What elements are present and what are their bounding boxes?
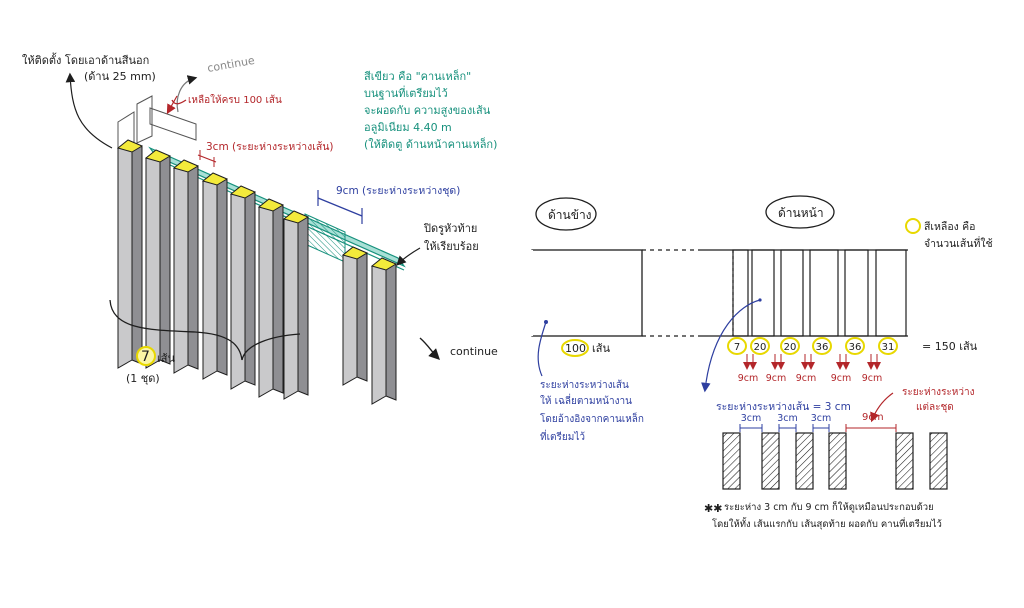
detail-fin [828, 432, 847, 490]
set-gap-label: 9cm (ระยะห่างระหว่างชุด) [336, 185, 460, 197]
note-arrow-line [65, 72, 113, 149]
side-view-label-bubble [535, 197, 597, 231]
front-panel [732, 249, 749, 337]
detail-fin [929, 432, 948, 490]
set-gap-value: 9cm [862, 412, 884, 423]
group-count: 31 [882, 342, 895, 353]
install-note: ให้ติดตั้ง โดยเอาด้านสีนอก [22, 52, 149, 67]
front-panel [809, 249, 839, 337]
front-set-gaps: 9cm 9cm 9cm 9cm 9cm [738, 354, 883, 384]
svg-text:สีเขียว คือ "คานเหล็ก": สีเขียว คือ "คานเหล็ก" [364, 69, 471, 83]
fin [172, 159, 200, 374]
front-view: 7 20 20 36 36 31 9cm 9cm 9cm 9cm 9cm 3cm 3cm 3cm [700, 195, 948, 490]
gap-label: 9cm [738, 373, 759, 384]
set-gap-note-1: ระยะห่างระหว่าง [902, 387, 975, 398]
gap-label: 9cm [796, 373, 817, 384]
side-view-label: ด้านข้าง [548, 208, 592, 222]
fin-gap-label: 3cm [741, 413, 762, 424]
fin [116, 139, 144, 369]
side-count-unit: เส้น [592, 342, 610, 355]
front-panel [780, 249, 804, 337]
group-count-circle [727, 337, 747, 355]
front-panel [875, 249, 907, 337]
fin-gap-note: ระยะห่างระหว่างเส้น = 3 cm [716, 401, 851, 413]
side-view-frame [531, 249, 643, 337]
aluminium-fins [116, 139, 398, 405]
seal-end-label-1: ปิดรูหัวท้าย [423, 222, 477, 235]
fin [341, 246, 369, 386]
fin [229, 185, 257, 390]
side-view [531, 197, 700, 377]
legend-line-2: จำนวนเส้นที่ใช้ [924, 236, 993, 250]
beam-hatch-gap [304, 213, 346, 263]
svg-text:ระยะห่างระหว่างเส้น: ระยะห่างระหว่างเส้น [540, 379, 629, 391]
group-count: 20 [754, 342, 767, 353]
svg-text:(ให้ติดตู ด้านหน้าคานเหล็ก): (ให้ติดตู ด้านหน้าคานเหล็ก) [364, 137, 497, 151]
group-count-circle [845, 337, 865, 355]
fin [144, 149, 172, 369]
detail-fin [795, 432, 814, 490]
side-count-number: 100 [565, 342, 586, 355]
side-view-note: ระยะห่างระหว่างเส้น ให้ เฉลี่ยตามหน้างาน… [540, 379, 644, 443]
gap-label: 9cm [862, 373, 883, 384]
group-count: 20 [784, 342, 797, 353]
group-count: 7 [734, 342, 740, 353]
footnote-mark: ✱✱ [704, 502, 722, 515]
svg-text:ที่เตรียมไว้: ที่เตรียมไว้ [540, 429, 585, 443]
fin [201, 172, 229, 380]
seal-end-label-2: ให้เรียบร้อย [424, 240, 479, 253]
group-count-sub: (1 ชุด) [126, 372, 160, 385]
group-bracket [109, 299, 243, 361]
front-panel [844, 249, 869, 337]
gap-label: 9cm [766, 373, 787, 384]
svg-text:อลูมิเนียม 4.40 m: อลูมิเนียม 4.40 m [364, 121, 452, 134]
fin-gap-label: 3cm [811, 413, 832, 424]
isometric-sketch [65, 72, 440, 405]
footnote-line-2: โดยให้ทั้ง เส้นแรกกับ เส้นสุดท้าย ผอดกับ… [712, 517, 942, 530]
fin-gap-label: 3cm [777, 413, 798, 424]
group-count-circle [750, 337, 770, 355]
continue-top-label: continue [206, 54, 256, 75]
detail-fins: 3cm 3cm 3cm [722, 413, 948, 490]
count-highlight-circle [136, 346, 156, 366]
side-count-highlight [561, 339, 589, 357]
front-total: = 150 เส้น [922, 340, 978, 353]
install-note-sub: (ด้าน 25 mm) [84, 70, 156, 83]
detail-fin [722, 432, 741, 490]
detail-fin [895, 432, 914, 490]
svg-text:โดยอ้างอิงจากคานเหล็ก: โดยอ้างอิงจากคานเหล็ก [540, 411, 644, 425]
group-count-number: 7 [141, 349, 150, 365]
svg-text:จะผอดกับ ความสูงของเส้น: จะผอดกับ ความสูงของเส้น [364, 104, 491, 117]
group-count: 36 [816, 342, 829, 353]
detail-fin [761, 432, 780, 490]
legend-line-1: สีเหลือง คือ [924, 220, 975, 233]
group-count-unit: เส้น [157, 352, 175, 365]
gap-label: 9cm [831, 373, 852, 384]
set-gap-note-2: แต่ละชุด [916, 402, 954, 413]
svg-text:ให้ เฉลี่ยตามหน้างาน: ให้ เฉลี่ยตามหน้างาน [540, 393, 632, 407]
fin [257, 198, 285, 398]
fin-gap-label: 3cm (ระยะห่างระหว่างเส้น) [206, 141, 334, 153]
group-count-circle [812, 337, 832, 355]
front-view-label: ด้านหน้า [778, 206, 824, 220]
continue-right-label: continue [450, 345, 498, 358]
front-panel [751, 249, 775, 337]
front-view-label-bubble [765, 195, 835, 229]
remaining-fins-label: เหลือให้ครบ 100 เส้น [188, 94, 282, 106]
footnote-line-1: ระยะห่าง 3 cm กับ 9 cm ก็ให้ดูเหมือนประก… [724, 500, 934, 513]
svg-text:บนฐานที่เตรียมไว้: บนฐานที่เตรียมไว้ [364, 85, 448, 100]
group-count-circle [780, 337, 800, 355]
fin [282, 210, 310, 400]
fin [370, 257, 398, 405]
group-count: 36 [849, 342, 862, 353]
legend-yellow-circle [905, 218, 921, 234]
green-beam-note: สีเขียว คือ "คานเหล็ก" บนฐานที่เตรียมไว้… [364, 69, 498, 151]
front-group-counts: 7 20 20 36 36 31 [727, 337, 898, 355]
front-panels [700, 249, 908, 337]
group-count-circle [878, 337, 898, 355]
